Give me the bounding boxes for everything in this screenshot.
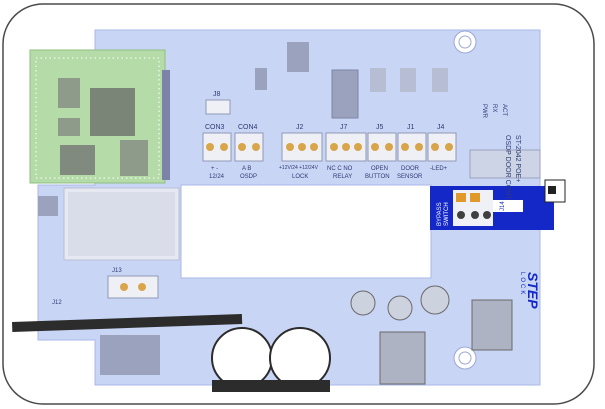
caption-con4-pins: A B xyxy=(242,166,252,172)
terminal-blocks xyxy=(107,99,457,299)
connector-j5-block xyxy=(367,132,397,162)
led-label-pwr: PWR xyxy=(481,104,487,118)
caption-j7-pins: NC C NO xyxy=(327,166,353,172)
capacitors xyxy=(11,285,513,392)
led-label-rx: RX xyxy=(491,104,497,113)
connector-label-j13: J13 xyxy=(112,268,122,274)
connector-j2-block xyxy=(281,132,323,162)
connector-label-j7: J7 xyxy=(340,124,348,131)
brand-logo: STEP xyxy=(525,272,541,309)
connector-label-j8: J8 xyxy=(213,91,221,98)
connector-j1-block xyxy=(397,132,427,162)
board-title-line1: ST-2042 POE+ xyxy=(514,135,521,183)
caption-j1-function: SENSOR xyxy=(397,174,423,180)
components xyxy=(255,42,541,179)
caption-j7-function: RELAY xyxy=(333,174,353,180)
connector-label-j2: J2 xyxy=(296,124,304,131)
connector-j7-block xyxy=(325,132,367,162)
connector-label-j12: J12 xyxy=(52,300,62,306)
caption-j5-function: BUTTON xyxy=(365,174,390,180)
connector-j4-block xyxy=(427,132,457,162)
caption-j2-pins: +12V/24 +12/24V xyxy=(279,165,318,171)
connector-label-j14: J14 xyxy=(500,201,506,211)
label-area xyxy=(180,184,432,279)
connector-label-con3: CON3 xyxy=(205,124,225,131)
brand-sub: LOCK xyxy=(519,272,525,297)
caption-j5-pins: OPEN xyxy=(371,166,389,172)
connector-label-con4: CON4 xyxy=(238,124,258,131)
board-title-line2: OSDP DOOR CONT. xyxy=(504,135,511,201)
connector-con3-block xyxy=(202,132,232,162)
connector-con4-block xyxy=(234,132,264,162)
caption-con3-pins: + - xyxy=(211,166,219,172)
connector-label-j5: J5 xyxy=(376,124,384,131)
processor-module xyxy=(29,49,170,184)
caption-j2-function: LOCK xyxy=(292,174,309,180)
led-label-act: ACT xyxy=(501,104,507,116)
bypass-label-line2: SWITCH xyxy=(444,202,450,226)
connector-label-j1: J1 xyxy=(407,124,415,131)
caption-j4-function: -LED+ xyxy=(430,166,448,172)
connector-label-j4: J4 xyxy=(437,124,445,131)
caption-con4-protocol: OSDP xyxy=(240,174,258,180)
bypass-switch-highlight xyxy=(430,179,566,230)
caption-j1-pins: DOOR xyxy=(401,166,419,172)
mounting-holes xyxy=(453,30,477,370)
caption-con3-voltage: 12/24 xyxy=(209,174,225,180)
ethernet-jack xyxy=(38,187,180,261)
bypass-label-line1: BYPASS xyxy=(437,202,443,226)
